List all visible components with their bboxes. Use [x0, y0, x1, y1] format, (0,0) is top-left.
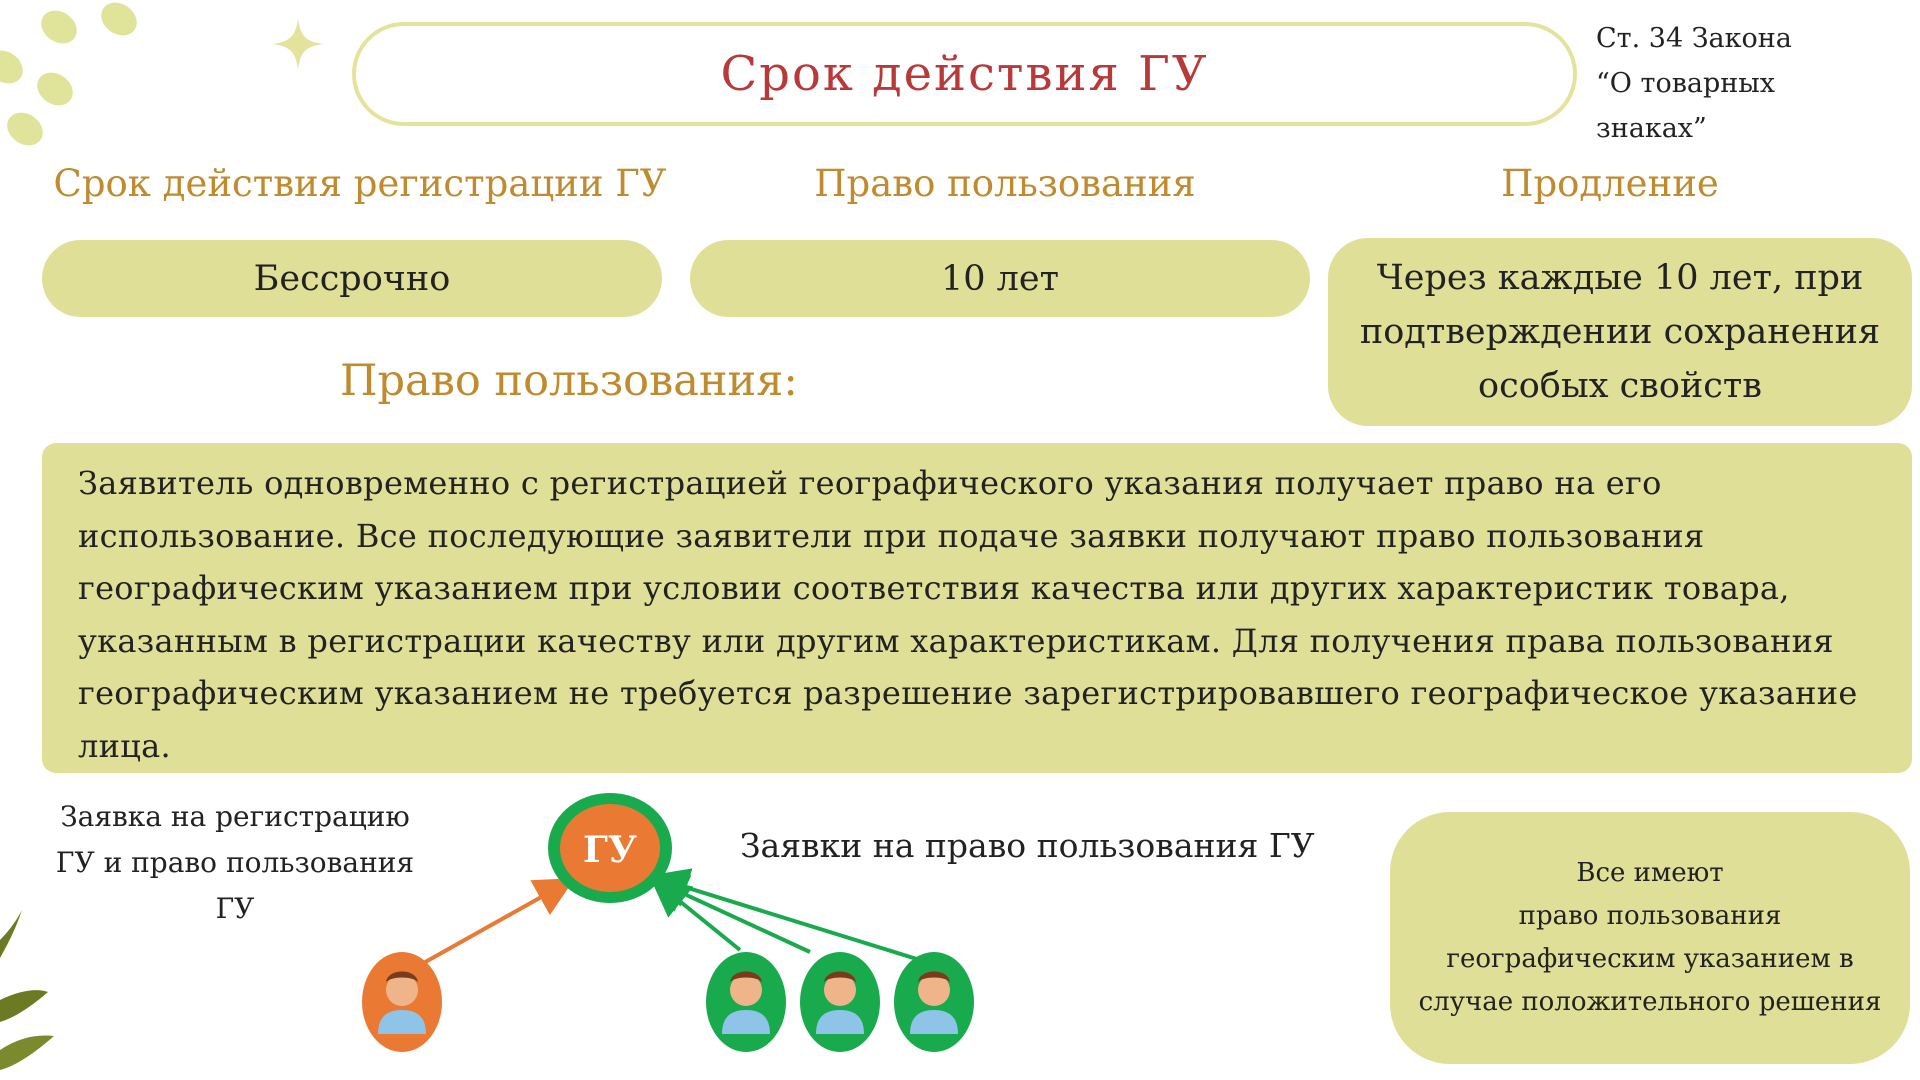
green-arrow: [648, 868, 921, 962]
registration-term-value: Бессрочно: [42, 240, 662, 317]
applicant-registration-icon: [362, 952, 442, 1052]
usage-right-value: 10 лет: [690, 240, 1310, 317]
column-heading-registration-term: Срок действия регистрации ГУ: [53, 162, 667, 205]
registration-term-text: Бессрочно: [253, 258, 451, 299]
leaf-decoration: [0, 910, 54, 1070]
applicant-usage-icon: [800, 952, 880, 1052]
summary-line: право пользования: [1518, 901, 1782, 931]
summary-note: Все имеют право пользования географическ…: [1390, 812, 1910, 1064]
title-pill: Срок действия ГУ: [352, 22, 1577, 126]
gu-center-node: ГУ: [548, 793, 672, 903]
law-reference-line: знаках”: [1596, 113, 1707, 144]
applicant-usage-icon: [706, 952, 786, 1052]
renewal-value: Через каждые 10 лет, при подтверждении с…: [1328, 238, 1912, 426]
renewal-line: особых свойств: [1478, 366, 1762, 406]
law-reference-line: “О товарных: [1596, 68, 1776, 99]
law-reference-line: Ст. 34 Закона: [1596, 23, 1792, 54]
registration-application-caption: Заявка на регистрацию ГУ и право пользов…: [40, 794, 430, 932]
usage-heading: Право пользования:: [340, 356, 798, 406]
renewal-line: Через каждые 10 лет, при: [1376, 258, 1864, 298]
page-title: Срок действия ГУ: [720, 46, 1209, 102]
usage-description: Заявитель одновременно с регистрацией ге…: [78, 464, 1858, 765]
summary-line: географическим указанием в: [1446, 944, 1854, 974]
orange-arrow: [419, 878, 575, 967]
usage-right-text: 10 лет: [941, 258, 1059, 299]
applicant-usage-icon: [894, 952, 974, 1052]
column-heading-renewal: Продление: [1501, 162, 1719, 205]
renewal-line: подтверждении сохранения: [1359, 312, 1881, 352]
caption-line: ГУ: [215, 892, 255, 925]
summary-line: Все имеют: [1576, 858, 1724, 888]
caption-line: Заявка на регистрацию: [60, 800, 410, 833]
usage-description-box: Заявитель одновременно с регистрацией ге…: [42, 443, 1912, 773]
gu-center-label: ГУ: [583, 829, 637, 871]
column-heading-usage-right: Право пользования: [814, 162, 1196, 205]
sparkle-icon: [272, 18, 324, 70]
summary-line: случае положительного решения: [1418, 987, 1882, 1017]
law-reference: Ст. 34 Закона “О товарных знаках”: [1596, 16, 1896, 151]
usage-applications-caption: Заявки на право пользования ГУ: [740, 826, 1315, 865]
caption-line: ГУ и право пользования: [55, 846, 415, 879]
usage-diagram: ГУ: [362, 793, 974, 1052]
